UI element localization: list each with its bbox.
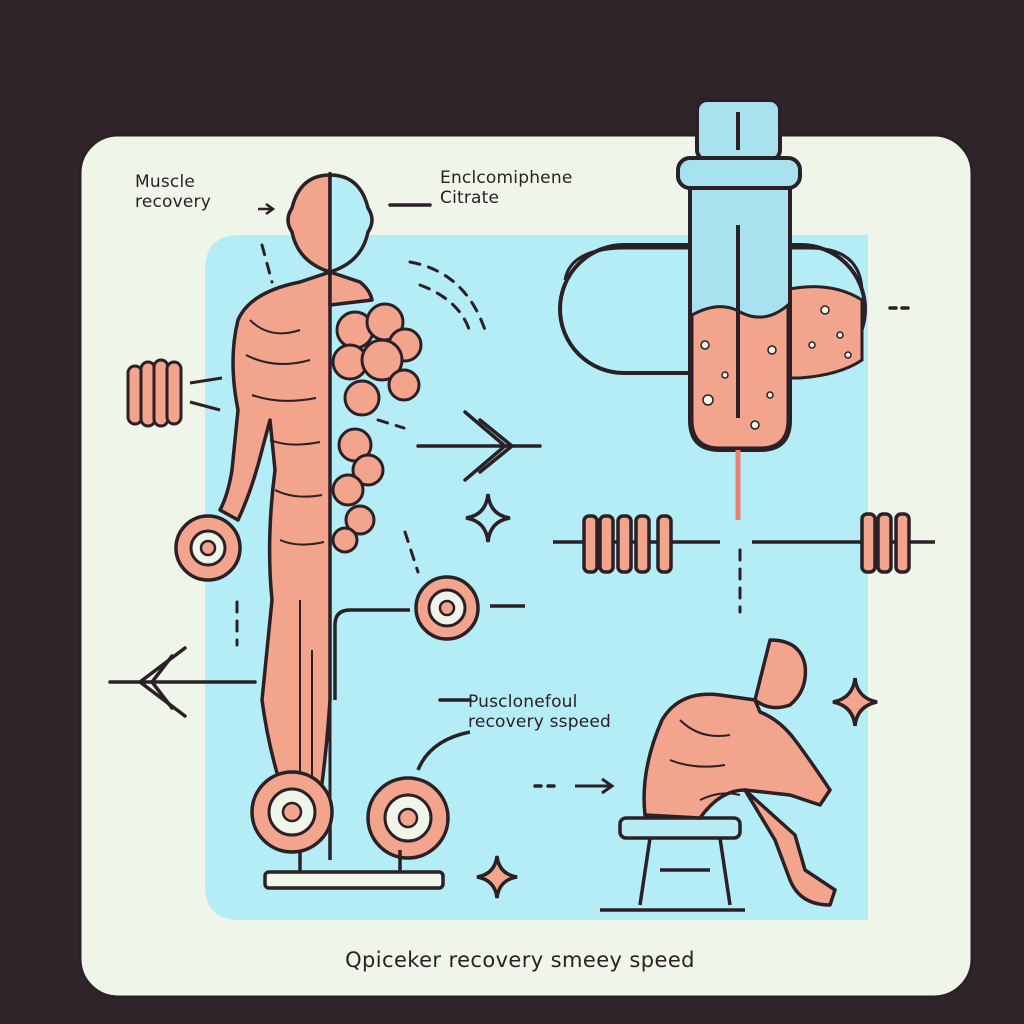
vial-icon [676, 98, 802, 520]
muscle-recovery-pointer [258, 202, 276, 216]
muscle-recovery-line-2: recovery [135, 192, 211, 212]
weight-plate-icon [414, 575, 480, 641]
enclomiphene-label: Enclcomiphene Citrate [440, 168, 572, 208]
base-stand [263, 870, 445, 890]
arrow-left-icon [108, 646, 257, 718]
enclomiphene-line-2: Citrate [440, 188, 500, 208]
weight-plate-icon [250, 770, 334, 854]
arrow-right-icon [575, 777, 615, 795]
muscle-recovery-line-1: Muscle [135, 172, 196, 192]
muscle-fiber-icon [126, 358, 183, 428]
bottom-caption: Qpiceker recovery smeey speed [345, 948, 695, 972]
sparkle-icon [465, 493, 878, 899]
arrow-right-icon [416, 410, 542, 482]
weight-plate-icon [174, 514, 242, 582]
powerful-recovery-line-1: Pusclonefoul [468, 692, 578, 712]
dumbbell-icon [752, 512, 935, 574]
weight-plate-icon [366, 776, 450, 860]
human-figure [218, 172, 374, 860]
dumbbell-icon [553, 514, 720, 574]
powerful-recovery-label: Pusclonefoul recovery sspeed [468, 692, 611, 732]
powerful-recovery-line-2: recovery sspeed [468, 712, 612, 732]
seated-figure [600, 638, 837, 912]
dashed-connectors [235, 243, 742, 647]
muscle-recovery-label: Muscle recovery [135, 172, 211, 212]
fat-cluster [331, 302, 423, 554]
enclomiphene-line-1: Enclcomiphene [440, 168, 573, 188]
